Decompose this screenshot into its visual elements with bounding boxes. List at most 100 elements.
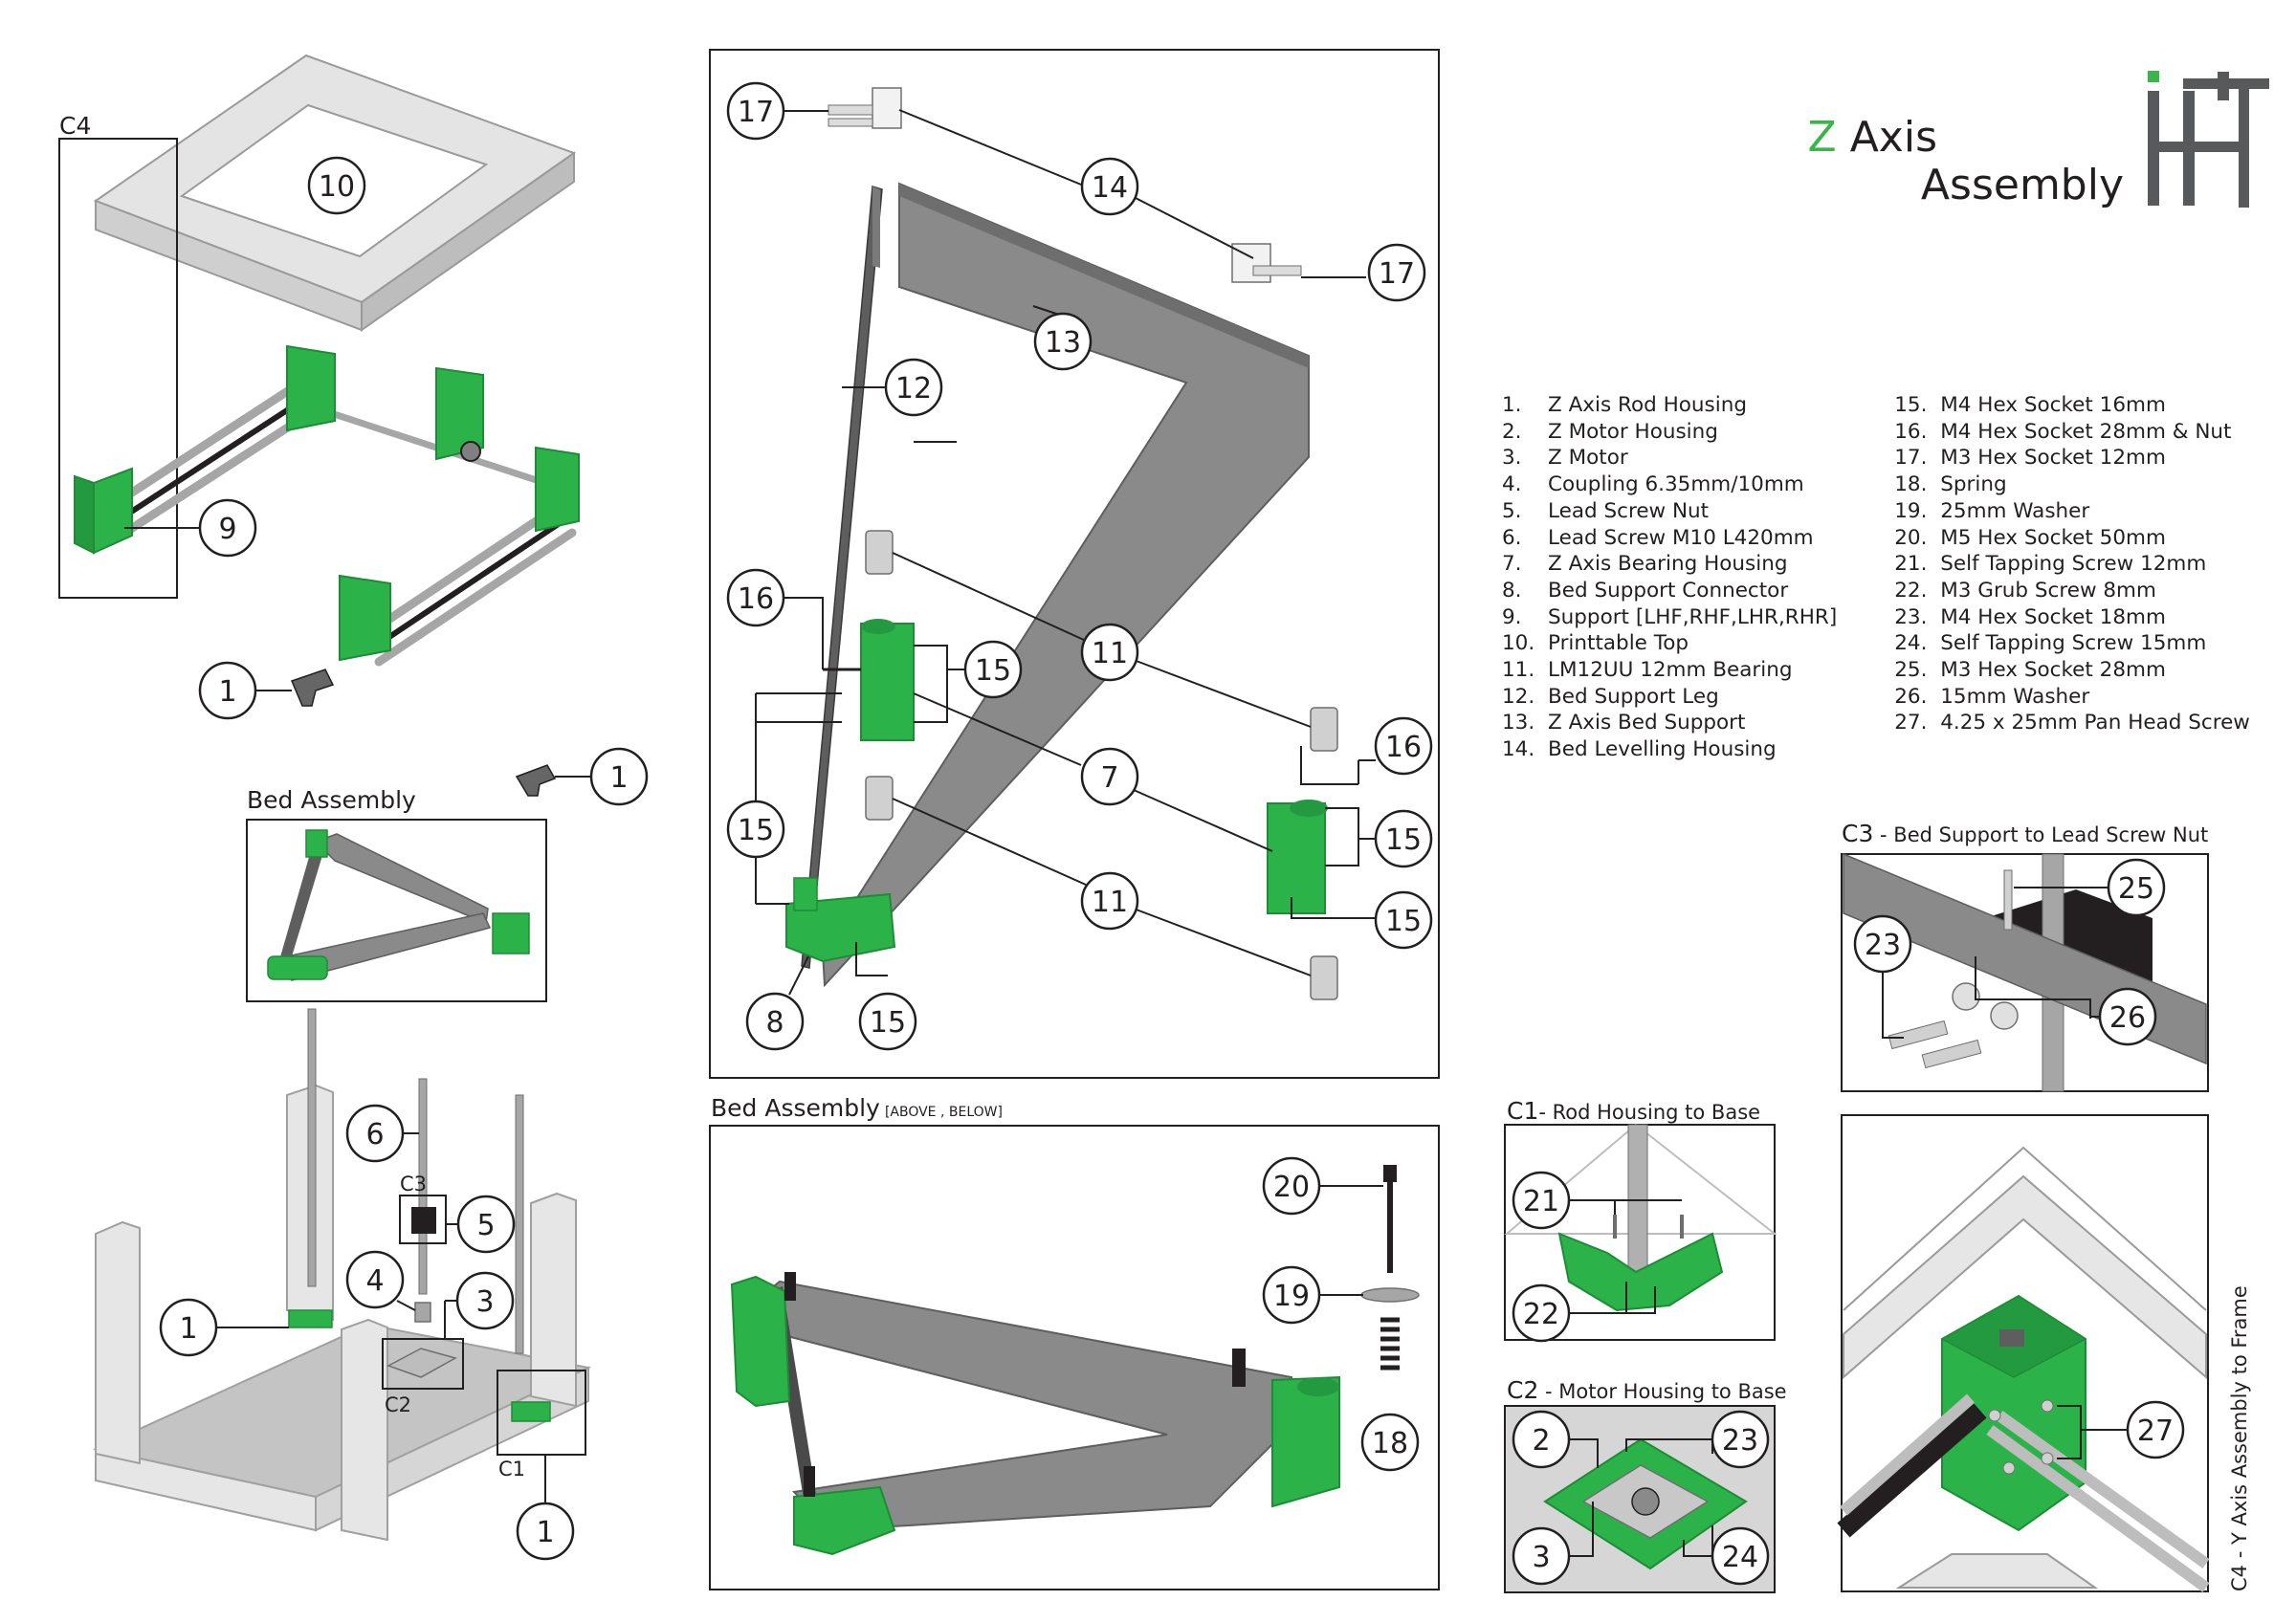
list-item: 2.Z Motor Housing (1502, 419, 1837, 446)
list-item: 25.M3 Hex Socket 28mm (1894, 657, 2250, 684)
bed-support-leg-part (801, 186, 883, 969)
part-name: Z Axis Rod Housing (1548, 393, 1748, 417)
callout-19: 19 (1262, 1265, 1363, 1325)
part-number: 27. (1894, 711, 1928, 735)
part-number: 5. (1502, 498, 1522, 523)
svg-text:1: 1 (218, 675, 236, 709)
list-item: 23. M4 Hex Socket 18mm (1894, 604, 2250, 631)
part-number: 15. (1894, 393, 1928, 417)
svg-text:7: 7 (1100, 761, 1118, 795)
callout-23-c2: 23 (1625, 1410, 1770, 1469)
svg-text:15: 15 (975, 654, 1011, 688)
part-number: 8. (1502, 578, 1522, 603)
bed-levelling-housing-right (1231, 243, 1302, 283)
callout-15-left: 15 (726, 800, 785, 859)
c4-detail: 27 C4 - Y Axis Assembly to Frame (1837, 1114, 2251, 1592)
svg-text:27: 27 (2137, 1415, 2174, 1448)
part-number: 16. (1894, 419, 1928, 444)
z-axis-bed-support-part (821, 182, 1310, 988)
title-line-2: Assembly (1921, 161, 2124, 209)
part-number: 14. (1502, 737, 1535, 762)
bed-assembly-small-view: 1 Bed Assembly (246, 747, 649, 1002)
part-name: Z Axis Bearing Housing (1548, 552, 1788, 577)
callout-26: 26 (2090, 987, 2157, 1046)
callout-15-bottom: 15 (858, 992, 917, 1051)
part-name: 15mm Washer (1940, 684, 2090, 709)
callout-15-housing: 15 (947, 640, 1023, 699)
callout-1-bed-small: 1 (515, 747, 649, 806)
part-number: 6. (1502, 525, 1522, 550)
lm12uu-bearings (865, 530, 1338, 1000)
callout-15-right-upper: 15 (1358, 809, 1433, 868)
callout-20: 20 (1262, 1156, 1383, 1216)
m5-screw-washer-spring (1360, 1165, 1420, 1371)
part-name: 25mm Washer (1940, 498, 2090, 523)
part-name: Z Axis Bed Support (1548, 711, 1746, 735)
callout-23-c3: 23 (1853, 914, 1912, 1039)
svg-text:19: 19 (1273, 1280, 1310, 1313)
callout-14: 14 (1080, 157, 1139, 216)
support-housings (74, 344, 580, 662)
svg-text:11: 11 (1092, 637, 1128, 670)
list-item: 4. Coupling 6.35mm/10mm (1502, 472, 1837, 498)
list-item: 10. Printtable Top (1502, 630, 1837, 657)
svg-text:6: 6 (365, 1118, 384, 1151)
svg-text:24: 24 (1722, 1541, 1758, 1574)
c2-tag: C2 (385, 1393, 411, 1416)
part-name: M3 Hex Socket 12mm (1940, 446, 2166, 471)
list-item: 19.25mm Washer (1894, 498, 2250, 525)
callout-12: 12 (884, 358, 943, 417)
exploded-view-box (709, 49, 1440, 1079)
bed-support-connector-part (785, 877, 896, 963)
part-number: 11. (1502, 658, 1535, 683)
part-number: 3. (1502, 446, 1522, 471)
list-item: 24. Self Tapping Screw 15mm (1894, 630, 2250, 657)
title-line-1: Z Axis (1808, 113, 1937, 162)
list-item: 13.Z Axis Bed Support (1502, 710, 1837, 736)
part-name: Printtable Top (1548, 631, 1689, 656)
callout-7: 7 (1080, 747, 1139, 806)
svg-text:1: 1 (179, 1312, 197, 1346)
svg-text:1: 1 (536, 1516, 554, 1549)
svg-text:15: 15 (1385, 905, 1422, 938)
callout-16-right: 16 (1358, 716, 1433, 784)
part-number: 10. (1502, 631, 1535, 656)
callout-4: 4 (345, 1250, 416, 1311)
list-item: 14.Bed Levelling Housing (1502, 736, 1837, 763)
part-number: 7. (1502, 552, 1522, 577)
bed-assembly-small-caption: Bed Assembly (247, 786, 416, 814)
svg-text:21: 21 (1523, 1185, 1559, 1218)
part-name: Bed Support Connector (1548, 578, 1789, 603)
c1-tag: C1 (498, 1458, 525, 1480)
part-number: 4. (1502, 472, 1522, 497)
callout-17-top: 17 (726, 81, 785, 141)
svg-text:10: 10 (319, 170, 355, 204)
parts-list-column-1: 1.Z Axis Rod Housing 2.Z Motor Housing 3… (1502, 392, 1837, 763)
part-number: 24. (1894, 631, 1928, 656)
part-number: 23. (1894, 604, 1928, 629)
part-name: Coupling 6.35mm/10mm (1548, 472, 1804, 497)
c3-detail: C3 - Bed Support to Lead Screw Nut 25 23… (1841, 820, 2209, 1092)
bed-levelling-housing-top (828, 87, 902, 129)
list-item: 7. Z Axis Bearing Housing (1502, 551, 1837, 578)
part-name: Spring (1940, 472, 2007, 497)
callout-24: 24 (1683, 1525, 1770, 1586)
callout-8: 8 (745, 992, 805, 1051)
part-name: Self Tapping Screw 15mm (1940, 631, 2207, 656)
parts-list: 1.Z Axis Rod Housing 2.Z Motor Housing 3… (1502, 392, 2267, 763)
z-axis-bearing-housing-left (823, 619, 915, 741)
svg-text:17: 17 (1379, 257, 1415, 291)
list-item: 21.Self Tapping Screw 12mm (1894, 551, 2250, 578)
callout-13: 13 (1033, 312, 1093, 371)
z-axis-bearing-housing-right (1267, 800, 1328, 914)
part-name: Z Motor (1548, 446, 1628, 471)
svg-text:16: 16 (738, 582, 774, 616)
part-name: M4 Hex Socket 18mm (1940, 604, 2166, 629)
c4-tag: C4 (59, 112, 91, 140)
list-item: 18.Spring (1894, 472, 2250, 498)
part-number: 2. (1502, 419, 1522, 444)
svg-text:4: 4 (365, 1264, 384, 1298)
svg-text:8: 8 (765, 1006, 784, 1040)
svg-text:11: 11 (1092, 886, 1128, 919)
svg-text:20: 20 (1273, 1171, 1310, 1204)
